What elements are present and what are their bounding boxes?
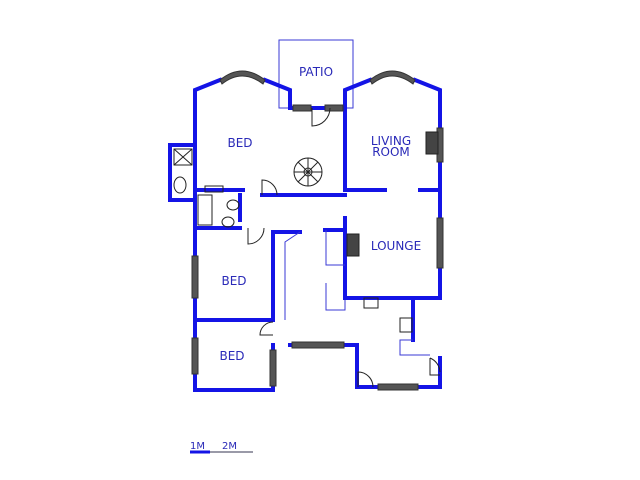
- room-label-patio: PATIO: [299, 65, 333, 79]
- room-label-lounge: LOUNGE: [371, 239, 421, 253]
- scale-bar: 1M 2M: [190, 441, 253, 454]
- bay-windows: [219, 70, 416, 85]
- room-label-living-line1: LIVING: [371, 134, 411, 148]
- exterior-walls: [168, 77, 442, 392]
- bathroom-fixtures: [173, 148, 240, 228]
- fireplace-living: [425, 131, 439, 155]
- scale-label-2m: 2M: [222, 441, 237, 452]
- fireplace-lounge: [346, 233, 360, 257]
- room-label-bed-middle: BED: [221, 274, 246, 288]
- room-label-living-line2: ROOM: [372, 145, 410, 159]
- scale-label-1m: 1M: [190, 441, 205, 452]
- room-label-bed-top: BED: [227, 136, 252, 150]
- wall-windows: [191, 104, 444, 391]
- doors: [247, 107, 441, 388]
- room-label-bed-bottom: BED: [219, 349, 244, 363]
- kitchen-fixtures: [284, 230, 430, 356]
- spiral-staircase: [293, 157, 323, 187]
